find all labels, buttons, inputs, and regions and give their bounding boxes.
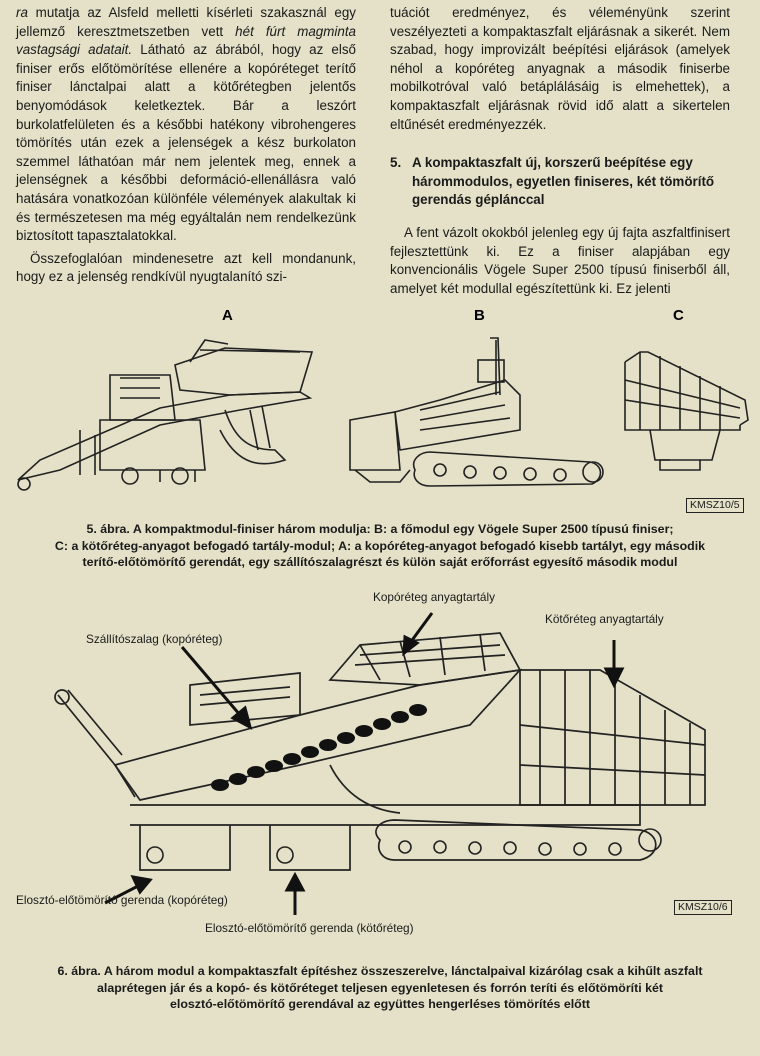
figure-5-label-b: B — [474, 307, 485, 324]
right-paragraph-1: tuációt eredményez, és véleményünk szeri… — [390, 5, 730, 132]
text-fragment: Látható az ábrából, hogy az első finiser… — [16, 42, 356, 244]
drive-sprocket-icon — [582, 461, 604, 483]
callout-gerenda-kopo: Elosztó-előtömörítő gerenda (kopóréteg) — [16, 893, 228, 907]
section-title: A kompaktaszfalt új, korszerű beépítése … — [412, 155, 715, 208]
right-column: tuációt eredményez, és véleményünk szeri… — [390, 4, 730, 298]
figure-5-label-c: C — [673, 307, 684, 324]
boom-arm — [57, 689, 136, 798]
conveyor-auger — [211, 704, 427, 791]
figure-5-code: KMSZ10/5 — [686, 498, 744, 513]
text-fragment: mutatja az Alsfeld melletti kísérleti sz… — [16, 5, 356, 39]
right-paragraph-2: A fent vázolt okokból jelenleg egy új fa… — [390, 224, 730, 296]
figure-5-caption-line: C: a kötőréteg-anyagot befogadó tartály-… — [54, 538, 706, 553]
text-fragment: ra — [16, 5, 28, 20]
module-b-drawing — [349, 337, 602, 487]
figure-5-drawing: A B C — [17, 307, 749, 491]
figure-6-code: KMSZ10/6 — [674, 900, 732, 915]
track-roller-icon — [433, 463, 447, 477]
wheel-icon — [121, 467, 139, 485]
figure-6-caption-line: 6. ábra. A három modul a kompaktaszfalt … — [57, 964, 703, 978]
callout-kopo-tartaly: Kopóréteg anyagtartály — [373, 590, 495, 604]
figure-6-caption-line: elosztó-előtömörítő gerendával az együtt… — [170, 997, 590, 1011]
figure-6-drawing — [54, 612, 706, 915]
left-paragraph-1: ra mutatja az Alsfeld melletti kísérleti… — [16, 4, 356, 246]
left-column: ra mutatja az Alsfeld melletti kísérleti… — [16, 4, 356, 287]
arrow-szalag — [180, 646, 242, 716]
section-heading: 5. A kompaktaszfalt új, korszerű beépítés… — [390, 154, 730, 210]
left-paragraph-2: Összefoglalóan mindenesetre azt kell mon… — [16, 250, 356, 285]
figure-6-caption-line: alaprétegen jár és a kopó- és kötőrétege… — [96, 980, 664, 995]
callout-szalag: Szállítószalag (kopóréteg) — [86, 632, 223, 646]
figure-5-caption-line: terítő-előtömörítő gerendát, egy szállít… — [82, 555, 678, 569]
section-number: 5. — [390, 155, 402, 171]
text-fragment-italic: hét fúrt magminta vastagsági adatait. — [16, 23, 356, 58]
wheel-icon — [171, 467, 189, 485]
figure-5-caption: 5. ábra. A kompaktmodul-finiser három mo… — [14, 521, 746, 571]
figure-5-label-a: A — [222, 307, 233, 324]
figure-5-caption-line: 5. ábra. A kompaktmodul-finiser három mo… — [86, 522, 674, 536]
module-c-drawing — [624, 351, 749, 471]
arrow-gerenda-kopo — [104, 883, 141, 905]
module-a-drawing — [17, 339, 314, 482]
figure-6-caption: 6. ábra. A három modul a kompaktaszfalt … — [14, 963, 746, 1013]
callout-gerenda-koto: Elosztó-előtömörítő gerenda (kötőréteg) — [205, 921, 414, 935]
wheel-icon — [17, 477, 31, 491]
callout-koto-tartaly: Kötőréteg anyagtartály — [545, 612, 664, 626]
arrow-kopo-tartaly — [408, 612, 434, 644]
drive-sprocket-icon — [638, 828, 662, 852]
